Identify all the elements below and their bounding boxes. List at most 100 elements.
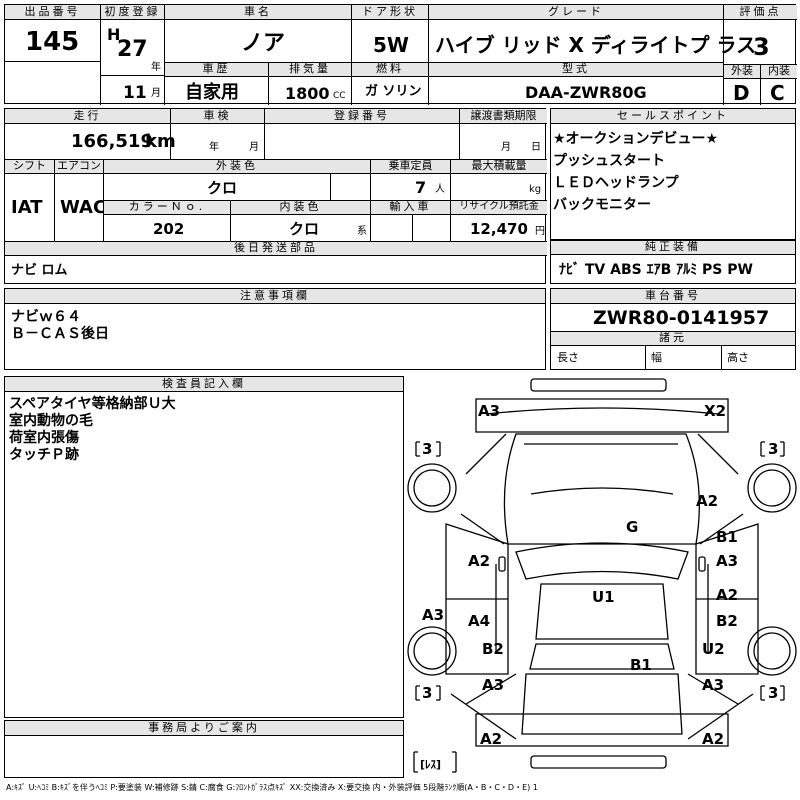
specs-label: 諸元 [551, 332, 795, 346]
history: 自家用 [185, 82, 239, 103]
recycle: 12,470 [470, 220, 528, 238]
displacement-unit: CC [333, 91, 346, 101]
chassis-label: 車台番号 [551, 289, 795, 304]
mark-right-rear-corner: A3 [702, 676, 724, 694]
chassis-number: ZWR80-0141957 [593, 307, 770, 329]
door: 5W [373, 33, 409, 57]
grade-label: グレード [429, 5, 723, 20]
tire-rear-left: 3 [422, 684, 432, 702]
notes-line-2: Ｂ－ＣＡＳ後日 [11, 326, 109, 342]
length-label: 長さ [557, 351, 579, 364]
chassis-box: 車台番号 ZWR80-0141957 諸元 長さ 幅 高さ [550, 288, 796, 370]
mark-left-quarter: B2 [482, 640, 504, 658]
mark-right-front-door-1: B1 [716, 528, 738, 546]
exterior-label: 外装 [724, 65, 760, 79]
int-color-label: 内装色 [231, 201, 370, 215]
deferred-label: 後日発送部品 [5, 242, 547, 256]
interior-label: 内装 [761, 65, 797, 79]
door-label: ドア形状 [352, 5, 428, 20]
notes-box: 注意事項欄 ナビｗ６４ Ｂ－ＣＡＳ後日 [4, 288, 546, 370]
capacity-label: 乗車定員 [371, 160, 450, 174]
year-unit: 年 [151, 62, 161, 73]
sales-point-2: プッシュスタート [553, 153, 665, 169]
month-unit: 月 [151, 88, 161, 99]
sales-point-1: ★オークションデビュー★ [553, 131, 719, 147]
inspection-label: 車検 [171, 109, 264, 124]
reg-year: 27 [117, 37, 148, 62]
mark-right-fender: A2 [696, 492, 718, 510]
score-label: 評価点 [724, 5, 797, 20]
transfer-month-unit: 月 [501, 142, 511, 153]
mark-left-rear-door: A4 [468, 612, 490, 630]
displacement-label: 排気量 [269, 63, 351, 77]
exterior: D [733, 81, 750, 105]
insp-year-unit: 年 [209, 142, 219, 153]
equipment-label: 純正装備 [551, 241, 795, 255]
equipment-box: 純正装備 ﾅﾋﾞ TV ABS ｴｱB ｱﾙﾐ PS PW [550, 240, 796, 284]
notes-label: 注意事項欄 [5, 289, 545, 304]
ac: WAC [60, 197, 107, 218]
mark-rear-bumper-left: A2 [480, 730, 502, 748]
mark-front-left: A3 [478, 402, 500, 420]
capacity: 7 [415, 178, 427, 197]
color-no-label: カラーＮｏ. [104, 201, 230, 215]
header-table: 出品番号 145 初度登録 H 27 年 11 月 車名 ノア ドア形状 5W … [4, 4, 797, 105]
mileage-unit: km [145, 131, 176, 152]
inspector-label: 検査員記入欄 [5, 377, 403, 392]
inspector-line-4: タッチＰ跡 [9, 447, 79, 463]
mark-front-right: X2 [704, 402, 726, 420]
fuel: ガ ソリン [365, 84, 422, 99]
mileage-label: 走行 [5, 109, 170, 124]
interior: C [770, 81, 785, 105]
lot-no-label: 出品番号 [5, 5, 100, 20]
recycle-label: リサイクル預託金 [451, 201, 547, 215]
mark-rear-bumper-right: A2 [702, 730, 724, 748]
score: 3 [753, 33, 770, 61]
legend: A:ｷｽﾞ U:ﾍｺﾐ B:ｷｽﾞを伴うﾍｺﾐ P:要塗装 W:補修跡 S:錆 … [6, 783, 538, 792]
displacement: 1800 [285, 84, 330, 103]
era-mark: H [107, 25, 121, 44]
mark-right-front-door-2: A3 [716, 552, 738, 570]
max-load-unit: kg [529, 184, 542, 195]
sales-point-4: バックモニター [553, 197, 651, 213]
width-label: 幅 [651, 351, 662, 364]
recycle-unit: 円 [535, 226, 545, 237]
reg-month: 11 [123, 83, 147, 103]
inspector-line-1: スペアタイヤ等格納部Ｕ大 [9, 396, 176, 412]
grade: ハイブ リッド X ディライトプ ラス [435, 33, 757, 57]
equipment-items: ﾅﾋﾞ TV ABS ｴｱB ｱﾙﾐ PS PW [559, 262, 753, 278]
lot-no: 145 [25, 27, 80, 57]
spare-tire: [ﾚｽ] [420, 758, 441, 771]
car-damage-diagram: 3 3 3 3 [ﾚｽ] A3 X2 A2 G B1 A2 A3 A2 A3 U… [406, 374, 798, 780]
car-name-label: 車名 [165, 5, 351, 20]
inspector-line-3: 荷室内張傷 [9, 430, 79, 446]
import-label: 輸入車 [371, 201, 450, 215]
office-label: 事務局よりご案内 [5, 721, 403, 736]
fuel-label: 燃料 [352, 63, 428, 77]
history-label: 車歴 [165, 63, 268, 77]
mark-right-rear-door-2: B2 [716, 612, 738, 630]
model: DAA-ZWR80G [525, 83, 647, 102]
tire-front-right: 3 [768, 440, 778, 458]
mark-left-rear-corner: A3 [482, 676, 504, 694]
ac-label: エアコン [55, 160, 103, 174]
deferred: ナビ ロム [11, 263, 68, 278]
inspector-box: 検査員記入欄 スペアタイヤ等格納部Ｕ大 室内動物の毛 荷室内張傷 タッチＰ跡 [4, 376, 404, 718]
sales-label: セールスポイント [551, 109, 795, 124]
inspector-line-2: 室内動物の毛 [9, 413, 93, 429]
insp-month-unit: 月 [249, 142, 259, 153]
mark-roof: U1 [592, 588, 615, 606]
office-box: 事務局よりご案内 [4, 720, 404, 778]
int-color-unit: 系 [357, 226, 367, 237]
reg-no-label: 登録番号 [265, 109, 459, 124]
mark-windshield: G [626, 518, 638, 536]
model-label: 型式 [429, 63, 723, 77]
ext-color: クロ [207, 179, 238, 197]
tire-rear-right: 3 [768, 684, 778, 702]
first-reg-label: 初度登録 [101, 5, 164, 20]
mark-left-sill: A3 [422, 606, 444, 624]
capacity-unit: 人 [435, 184, 445, 195]
max-load-label: 最大積載量 [451, 160, 547, 174]
mileage: 166,519 [71, 131, 153, 152]
transfer-day-unit: 日 [531, 142, 541, 153]
